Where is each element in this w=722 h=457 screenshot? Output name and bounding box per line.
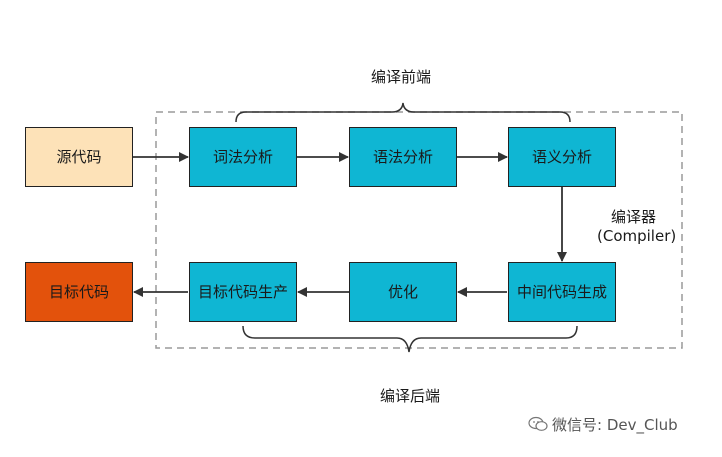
target-code-box: 目标代码 <box>25 262 133 322</box>
frontend-brace <box>235 102 571 123</box>
semantic-analysis-box: 语义分析 <box>508 127 616 187</box>
wechat-icon <box>528 416 548 432</box>
compiler-boundary <box>155 111 683 349</box>
frontend-label: 编译前端 <box>371 68 432 86</box>
compiler-label-line2: (Compiler) <box>597 227 677 245</box>
optimization-box: 优化 <box>349 262 457 322</box>
lexical-analysis-box: 词法分析 <box>189 127 297 187</box>
backend-brace <box>242 325 578 353</box>
source-code-box: 源代码 <box>25 127 133 187</box>
ir-generation-box: 中间代码生成 <box>508 262 616 322</box>
syntax-analysis-box: 语法分析 <box>349 127 457 187</box>
backend-label: 编译后端 <box>380 387 441 405</box>
codegen-box: 目标代码生产 <box>189 262 297 322</box>
compiler-label-line1: 编译器 <box>611 208 657 226</box>
watermark-text: 微信号: Dev_Club <box>552 416 678 434</box>
